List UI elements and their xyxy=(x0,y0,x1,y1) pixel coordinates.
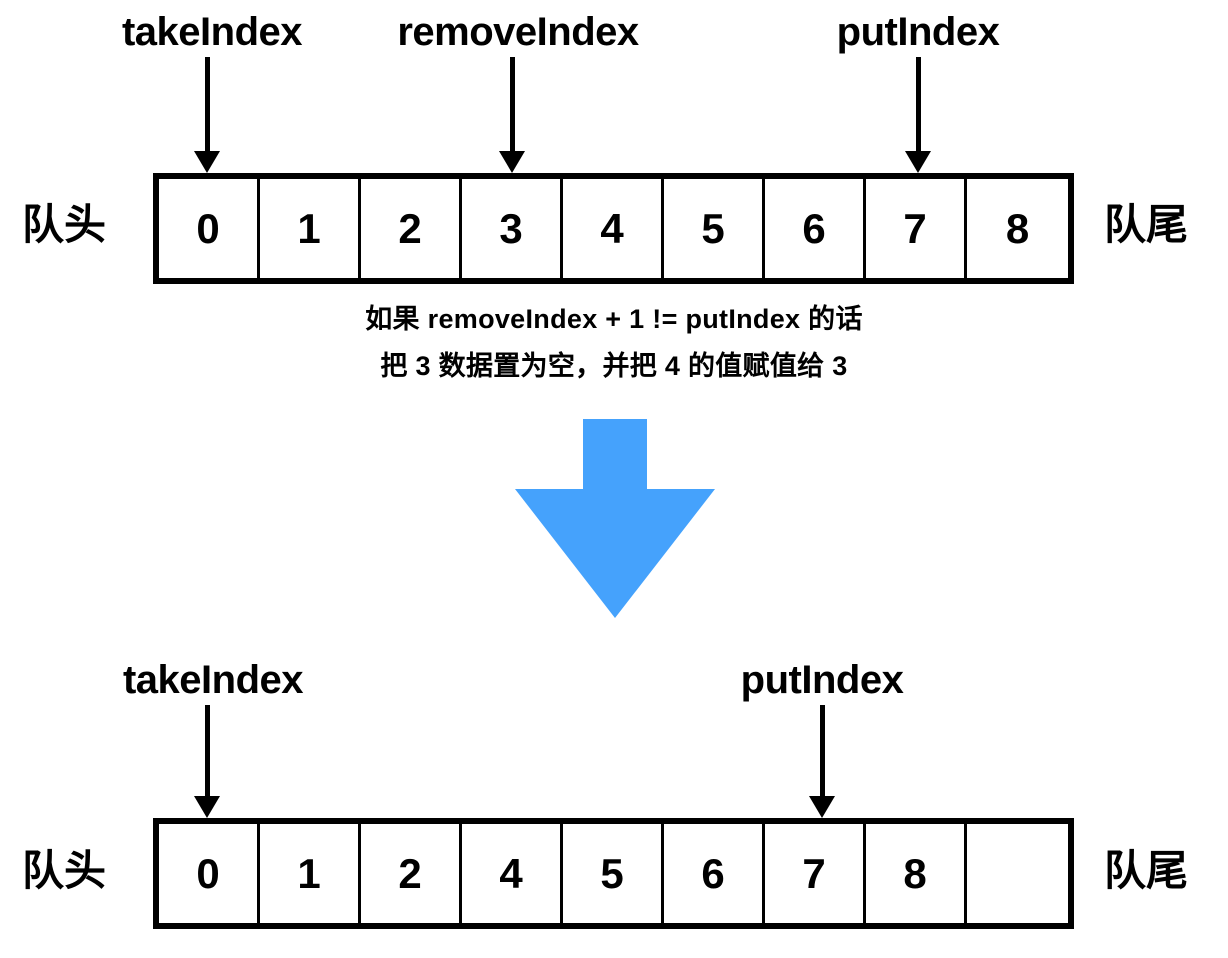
queue-tail-label-bottom: 队尾 xyxy=(1104,847,1189,894)
queue-tail-label-top: 队尾 xyxy=(1104,201,1189,248)
queue-before-cell: 8 xyxy=(967,179,1068,278)
queue-after-cell: 8 xyxy=(866,824,967,923)
pointer-arrow-takeindex-top xyxy=(194,57,220,173)
pointer-label-takeindex-bottom: takeIndex xyxy=(122,658,304,702)
pointer-label-takeindex-top: takeIndex xyxy=(121,10,303,54)
pointer-arrow-removeindex-top xyxy=(499,57,525,173)
queue-after-cell: 1 xyxy=(260,824,361,923)
queue-after-cell: 0 xyxy=(159,824,260,923)
down-arrow-icon xyxy=(515,419,715,618)
pointer-label-removeindex-top: removeIndex xyxy=(397,10,639,54)
queue-after-cell: 7 xyxy=(765,824,866,923)
queue-before-cell: 7 xyxy=(866,179,967,278)
pointer-arrow-putindex-bottom xyxy=(809,705,835,818)
pointer-arrow-takeindex-bottom xyxy=(194,705,220,818)
queue-before-cell: 0 xyxy=(159,179,260,278)
caption-line-2: 把 3 数据置为空，并把 4 的值赋值给 3 xyxy=(380,351,848,381)
queue-before-cell: 1 xyxy=(260,179,361,278)
queue-after-cell: 6 xyxy=(664,824,765,923)
queue-before-cell: 2 xyxy=(361,179,462,278)
queue-after-cell: 5 xyxy=(563,824,664,923)
caption-line-1: 如果 removeIndex + 1 != putIndex 的话 xyxy=(365,304,863,334)
pointer-arrow-putindex-top xyxy=(905,57,931,173)
queue-after-cell: 4 xyxy=(462,824,563,923)
queue-head-label-bottom: 队头 xyxy=(22,847,107,894)
pointer-label-putindex-bottom: putIndex xyxy=(740,658,904,702)
pointer-label-putindex-top: putIndex xyxy=(836,10,1000,54)
queue-after-cell xyxy=(967,824,1068,923)
queue-after-cell: 2 xyxy=(361,824,462,923)
queue-before-cell: 5 xyxy=(664,179,765,278)
queue-head-label-top: 队头 xyxy=(22,201,107,248)
queue-before-cell: 4 xyxy=(563,179,664,278)
queue-before-cell: 3 xyxy=(462,179,563,278)
queue-before-cell: 6 xyxy=(765,179,866,278)
